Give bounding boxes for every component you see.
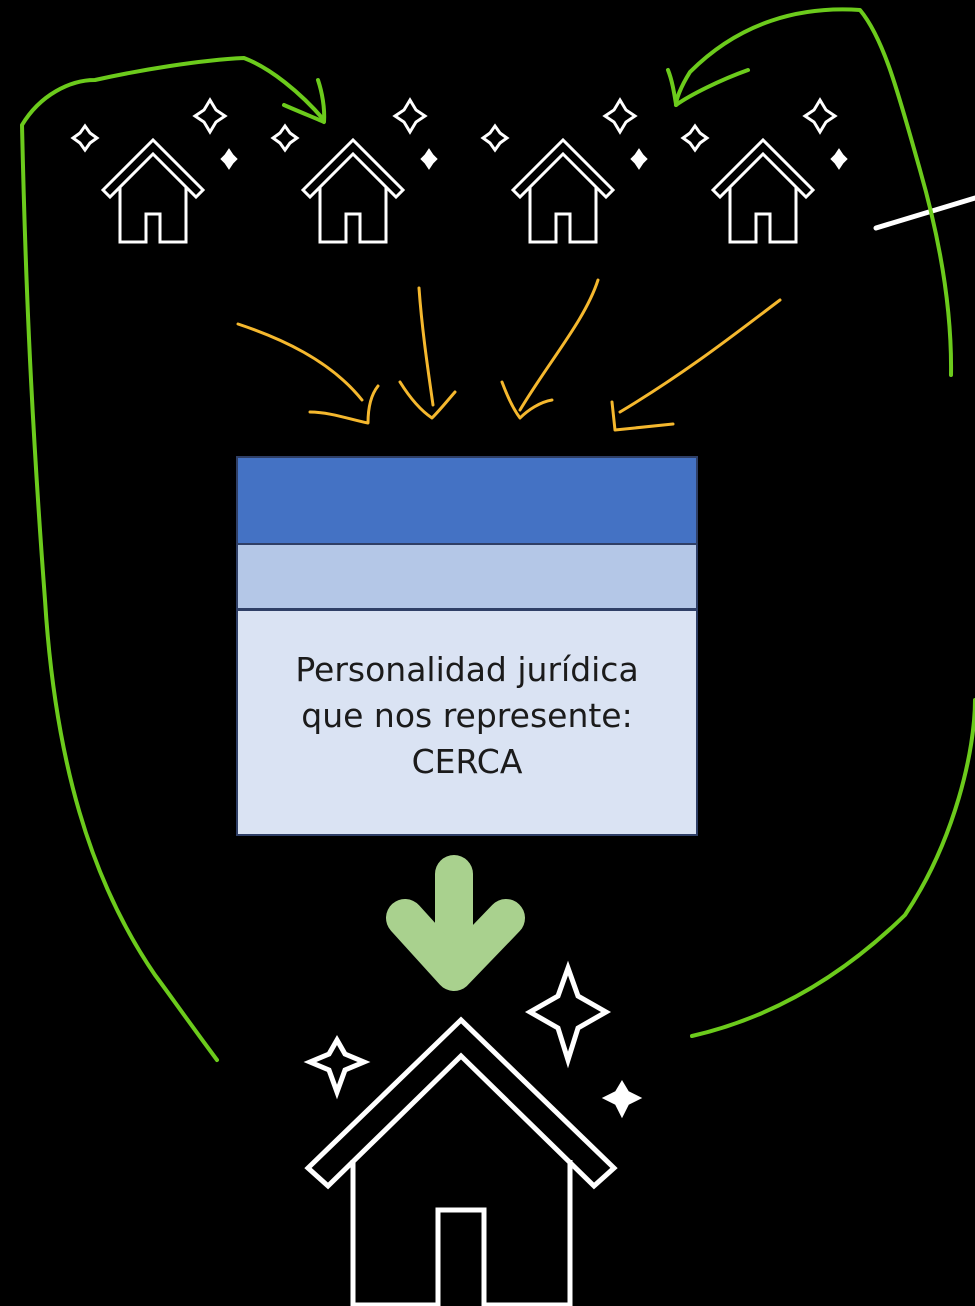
orange-arrows (236, 278, 782, 432)
house-icon-1 (71, 98, 239, 244)
large-house-icon (304, 1016, 618, 1306)
box-body: Personalidad jurídica que nos represente… (236, 610, 698, 836)
house-icon-2 (271, 98, 439, 244)
sparkle-icon-small (601, 1080, 643, 1119)
sparkle-icon-right (524, 960, 612, 1069)
house-icon-3 (481, 98, 649, 244)
pointer-line (873, 195, 975, 231)
green-loop (20, 7, 975, 1062)
box-band (236, 545, 698, 610)
box-header (236, 456, 698, 545)
house-icon-4 (681, 98, 849, 244)
down-arrow-icon (386, 855, 525, 991)
box-text: Personalidad jurídica que nos represente… (295, 650, 639, 781)
sparkle-icon-left (303, 1034, 371, 1100)
